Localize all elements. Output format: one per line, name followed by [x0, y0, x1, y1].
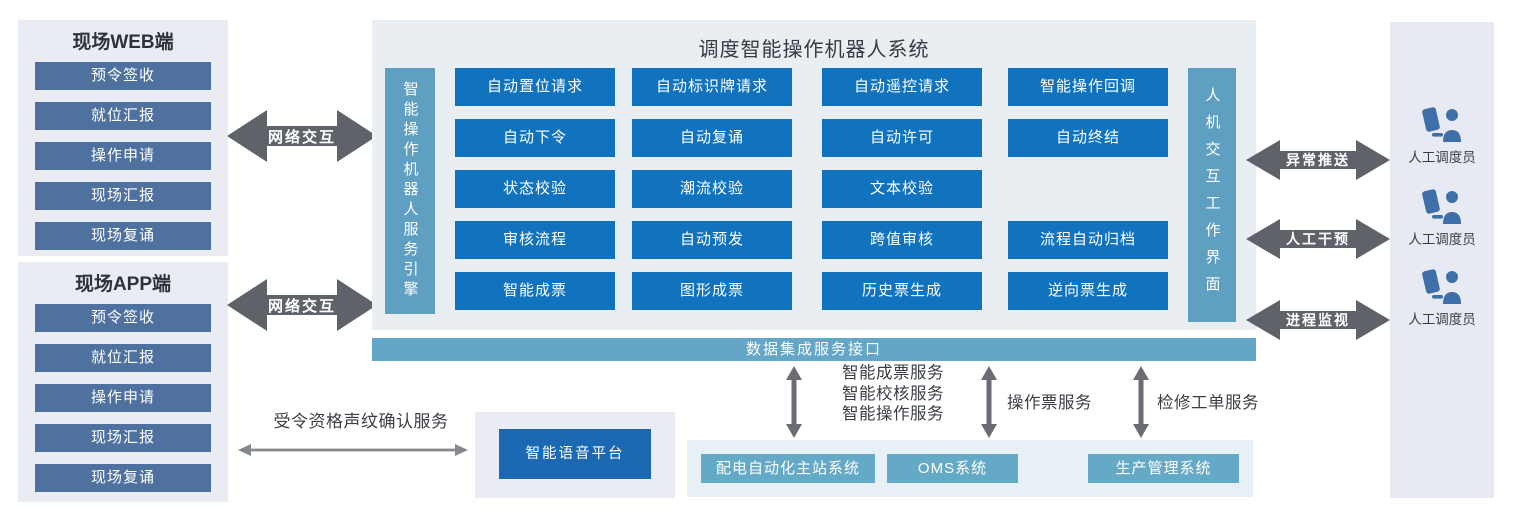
grid-button: 自动遥控请求: [822, 68, 982, 106]
grid-button: 自动下令: [455, 119, 615, 157]
external-systems-panel: 配电自动化主站系统 OMS系统 生产管理系统: [687, 440, 1253, 497]
grid-button: 流程自动归档: [1008, 221, 1168, 259]
double-arrow-icon: [227, 110, 377, 162]
network-arrow-web-label: 网络交互: [267, 128, 336, 146]
service-label: 智能成票服务: [842, 364, 944, 382]
web-item: 现场复诵: [35, 222, 211, 250]
voiceprint-service-arrow: [238, 443, 468, 457]
dispatcher-label: 人工调度员: [1408, 150, 1476, 165]
web-item: 预令签收: [35, 62, 211, 90]
voice-platform-box: 智能语音平台: [499, 429, 651, 479]
web-item: 现场汇报: [35, 182, 211, 210]
app-panel: 现场APP端 预令签收 就位汇报 操作申请 现场汇报 现场复诵: [18, 262, 228, 502]
dispatcher-panel: 人工调度员 人工调度员 人工调度: [1390, 22, 1494, 498]
dispatcher-unit: 人工调度员: [1390, 106, 1494, 166]
double-arrow-icon: [1246, 140, 1390, 180]
vertical-double-arrow-icon: [1133, 366, 1149, 438]
grid-button: 审核流程: [455, 221, 615, 259]
manual-intervention-label: 人工干预: [1286, 231, 1350, 247]
engine-bar: 智能操作机器人服务引擎: [385, 68, 435, 314]
operator-at-desk-icon: [1422, 107, 1461, 142]
grid-button: 历史票生成: [822, 272, 982, 310]
dispatcher-label: 人工调度员: [1408, 312, 1476, 327]
grid-button: 文本校验: [822, 170, 982, 208]
integration-arrow-3: [1133, 366, 1149, 438]
integration-arrow-1: [786, 366, 802, 438]
grid-button: 自动复诵: [632, 119, 792, 157]
hmi-bar: 人机交互工作界面: [1188, 68, 1236, 322]
grid-button: 自动终结: [1008, 119, 1168, 157]
thin-double-arrow-icon: [238, 444, 468, 456]
web-panel: 现场WEB端 预令签收 就位汇报 操作申请 现场汇报 现场复诵: [18, 20, 228, 256]
robot-system-title: 调度智能操作机器人系统: [698, 39, 930, 61]
grid-button: 潮流校验: [632, 170, 792, 208]
grid-button: 逆向票生成: [1008, 272, 1168, 310]
app-item: 预令签收: [35, 304, 211, 332]
service-label-group: 智能成票服务 智能校核服务 智能操作服务: [842, 363, 944, 425]
grid-button: 自动许可: [822, 119, 982, 157]
grid-button: 智能成票: [455, 272, 615, 310]
web-panel-items: 预令签收 就位汇报 操作申请 现场汇报 现场复诵: [18, 62, 228, 250]
data-integration-bar: 数据集成服务接口: [372, 338, 1256, 361]
operator-at-desk-icon: [1422, 189, 1461, 224]
grid-button: 自动置位请求: [455, 68, 615, 106]
double-arrow-icon: [227, 279, 377, 331]
double-arrow-icon: [1246, 300, 1390, 340]
network-arrow-app-label: 网络交互: [267, 297, 336, 315]
web-item: 就位汇报: [35, 102, 211, 130]
web-panel-title: 现场WEB端: [72, 32, 174, 53]
voice-platform-panel: 智能语音平台: [475, 412, 675, 498]
system-box: 生产管理系统: [1088, 454, 1239, 483]
exception-push-label: 异常推送: [1286, 152, 1350, 168]
double-arrow-icon: [1246, 219, 1390, 259]
app-panel-items: 预令签收 就位汇报 操作申请 现场汇报 现场复诵: [18, 304, 228, 492]
service-label: 检修工单服务: [1157, 394, 1259, 412]
grid-button: 自动预发: [632, 221, 792, 259]
dispatcher-unit: 人工调度员: [1390, 188, 1494, 248]
app-item: 就位汇报: [35, 344, 211, 372]
app-item: 现场汇报: [35, 424, 211, 452]
network-arrow-web: 网络交互: [227, 108, 377, 164]
service-label: 操作票服务: [1007, 394, 1092, 412]
voiceprint-service-label: 受令资格声纹确认服务: [273, 412, 449, 431]
app-item: 操作申请: [35, 384, 211, 412]
grid-button: 智能操作回调: [1008, 68, 1168, 106]
dispatcher-label: 人工调度员: [1408, 232, 1476, 247]
process-monitor-arrow: 进程监视: [1246, 298, 1390, 342]
grid-button: 图形成票: [632, 272, 792, 310]
dispatcher-unit: 人工调度员: [1390, 268, 1494, 328]
integration-arrow-2: [981, 366, 997, 438]
app-panel-title: 现场APP端: [74, 274, 172, 295]
network-arrow-app: 网络交互: [227, 277, 377, 333]
grid-button: 跨值审核: [822, 221, 982, 259]
robot-system-panel: 调度智能操作机器人系统 智能操作机器人服务引擎 人机交互工作界面 自动置位请求 …: [372, 20, 1256, 330]
grid-button: 自动标识牌请求: [632, 68, 792, 106]
operator-at-desk-icon: [1422, 269, 1461, 304]
process-monitor-label: 进程监视: [1286, 312, 1350, 328]
system-box: 配电自动化主站系统: [701, 454, 875, 483]
exception-push-arrow: 异常推送: [1246, 138, 1390, 182]
vertical-double-arrow-icon: [786, 366, 802, 438]
manual-intervention-arrow: 人工干预: [1246, 217, 1390, 261]
grid-button: 状态校验: [455, 170, 615, 208]
service-label: 智能操作服务: [842, 405, 944, 423]
web-item: 操作申请: [35, 142, 211, 170]
vertical-double-arrow-icon: [981, 366, 997, 438]
app-item: 现场复诵: [35, 464, 211, 492]
service-label: 智能校核服务: [842, 384, 944, 403]
system-box: OMS系统: [887, 454, 1018, 483]
